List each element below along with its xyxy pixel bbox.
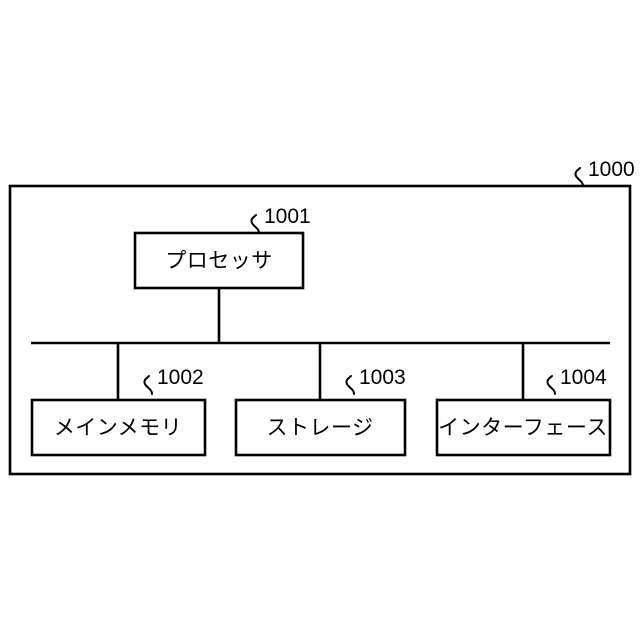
- outer-system-frame: [8, 184, 632, 476]
- storage-box: [234, 398, 407, 457]
- ref-numeral-1003: 1003: [359, 366, 406, 389]
- leader-line-1004: [546, 375, 556, 395]
- main-memory-label: メインメモリ: [54, 417, 182, 440]
- processor-label: プロセッサ: [165, 250, 273, 273]
- leader-line-1002: [143, 375, 153, 395]
- ref-numeral-1001: 1001: [264, 205, 311, 228]
- main-memory-box: [30, 398, 207, 457]
- leader-line-1001: [250, 214, 260, 234]
- ref-numeral-1002: 1002: [157, 366, 204, 389]
- interface-label: インターフェース: [438, 417, 608, 440]
- ref-numeral-1004: 1004: [560, 366, 607, 389]
- ref-numeral-1000: 1000: [588, 158, 635, 181]
- storage-label: ストレージ: [266, 417, 373, 440]
- leader-line-1003: [345, 375, 355, 395]
- leader-line-1000: [574, 167, 584, 187]
- interface-box: [435, 398, 612, 457]
